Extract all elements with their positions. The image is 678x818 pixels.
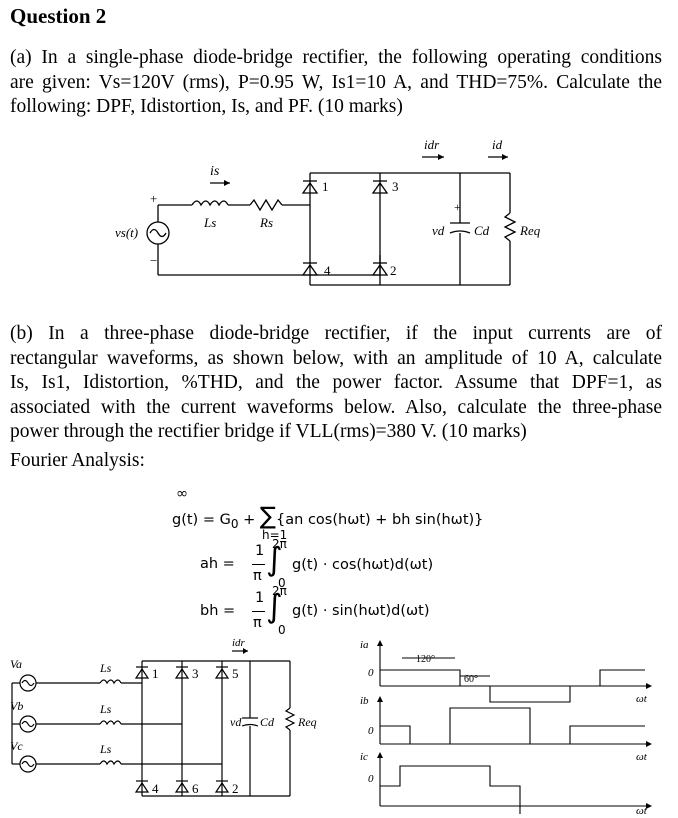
vb-label: Vb <box>10 699 23 713</box>
sum-top: ∞ <box>176 486 189 502</box>
b-lhs: bh = <box>200 603 236 619</box>
part-b-line-4: associated with the current waveforms be… <box>10 396 662 418</box>
ls-c-label: Ls <box>99 742 112 756</box>
g-plus: + <box>238 512 260 528</box>
id-label: id <box>492 137 503 152</box>
idr-b-label: idr <box>232 637 246 649</box>
b-integral: ∫ <box>266 587 283 625</box>
b-frac-bar <box>252 611 265 612</box>
diode-b1-label: 1 <box>152 666 159 681</box>
sum-symbol: ∑ <box>259 502 277 530</box>
cap-plus: + <box>454 200 461 214</box>
source-plus: + <box>150 191 157 206</box>
cd-label: Cd <box>474 223 490 238</box>
diode-b6-label: 6 <box>192 781 199 796</box>
wt-a: ωt <box>636 693 648 705</box>
vd-label: vd <box>432 223 445 238</box>
is-label: is <box>210 164 220 179</box>
b-int-bottom: 0 <box>278 623 286 637</box>
ls-a-label: Ls <box>99 661 112 675</box>
three-phase-circuit-diagram: Va Vb Vc Ls Ls Ls 1 3 5 4 6 2 idr vd Cd … <box>10 637 317 797</box>
diode-b5-label: 5 <box>232 666 239 681</box>
a-integral: ∫ <box>266 540 283 578</box>
vs-label: vs(t) <box>115 225 138 240</box>
diode-1-label: 1 <box>322 179 329 194</box>
rs-label: Rs <box>259 215 273 230</box>
diode-3-label: 3 <box>392 179 399 194</box>
diode-b4-label: 4 <box>152 781 159 796</box>
current-waveforms-diagram: ia ib ic 0 0 0 120° 60° ωt ωt ωt <box>360 639 652 814</box>
a-frac-den: π <box>253 568 262 584</box>
a-lhs: ah = <box>200 556 235 572</box>
part-a-line-2: are given: Vs=120V (rms), P=0.95 W, Is1=… <box>10 71 662 93</box>
part-b-line-1: (b) In a three-phase diode-bridge rectif… <box>10 323 662 344</box>
question-heading: Question 2 <box>10 4 107 28</box>
part-a-text: (a) In a single-phase diode-bridge recti… <box>10 46 662 120</box>
b-frac-num: 1 <box>255 590 265 606</box>
vd-b-label: vd <box>230 715 242 729</box>
a-frac-bar <box>252 564 265 565</box>
a-body: g(t) · cos(hωt)d(ωt) <box>292 557 434 573</box>
part-b-line-2: rectangular waveforms, as shown below, w… <box>10 347 662 369</box>
wt-b: ωt <box>636 751 648 763</box>
fourier-label: Fourier Analysis: <box>10 450 145 471</box>
ia-label: ia <box>360 639 369 651</box>
ic-label: ic <box>360 751 368 763</box>
part-b-text: (b) In a three-phase diode-bridge rectif… <box>10 322 662 445</box>
ls-label: Ls <box>203 215 216 230</box>
angle-120: 120° <box>416 654 435 665</box>
diode-2-label: 2 <box>390 263 397 278</box>
wt-c: ωt <box>636 805 648 814</box>
b-body: g(t) · sin(hωt)d(ωt) <box>292 603 430 619</box>
a-int-bottom: 0 <box>278 576 286 590</box>
diode-b2-label: 2 <box>232 781 239 796</box>
single-phase-circuit-diagram: 1 3 4 2 is vs(t) + − Ls Rs idr id + vd C… <box>115 137 541 286</box>
cd-b-label: Cd <box>260 715 275 729</box>
sum-bottom: h=1 <box>262 528 288 542</box>
g-body: {an cos(hωt) + bh sin(hωt)} <box>276 512 484 528</box>
part-a-line-3: following: DPF, Idistortion, Is, and PF.… <box>10 96 403 117</box>
zero-c: 0 <box>368 773 374 785</box>
ib-label: ib <box>360 695 369 707</box>
zero-a: 0 <box>368 667 374 679</box>
g-lhs: g(t) = G <box>172 512 231 528</box>
vc-label: Vc <box>10 739 23 753</box>
angle-60: 60° <box>464 674 478 685</box>
zero-b: 0 <box>368 725 374 737</box>
part-b-line-5: power through the rectifier bridge if VL… <box>10 421 527 442</box>
a-frac-num: 1 <box>255 543 265 559</box>
va-label: Va <box>10 657 22 671</box>
req-b-label: Req <box>297 715 317 729</box>
diode-b3-label: 3 <box>192 666 199 681</box>
part-b-line-3: Is, Is1, Idistortion, %THD, and the powe… <box>10 372 662 393</box>
b-int-top: 2π <box>272 584 287 598</box>
g-equation: g(t) = G0 + ∑{an cos(hωt) + bh sin(hωt)} <box>172 502 483 531</box>
b-frac-den: π <box>253 615 262 631</box>
ls-b-label: Ls <box>99 702 112 716</box>
idr-label: idr <box>424 137 440 152</box>
g-sub: 0 <box>230 516 239 531</box>
source-minus: − <box>150 253 157 268</box>
diode-4-label: 4 <box>324 263 331 278</box>
a-int-top: 2π <box>272 537 287 551</box>
req-label: Req <box>519 223 541 238</box>
part-a-line-1: (a) In a single-phase diode-bridge recti… <box>10 47 662 68</box>
